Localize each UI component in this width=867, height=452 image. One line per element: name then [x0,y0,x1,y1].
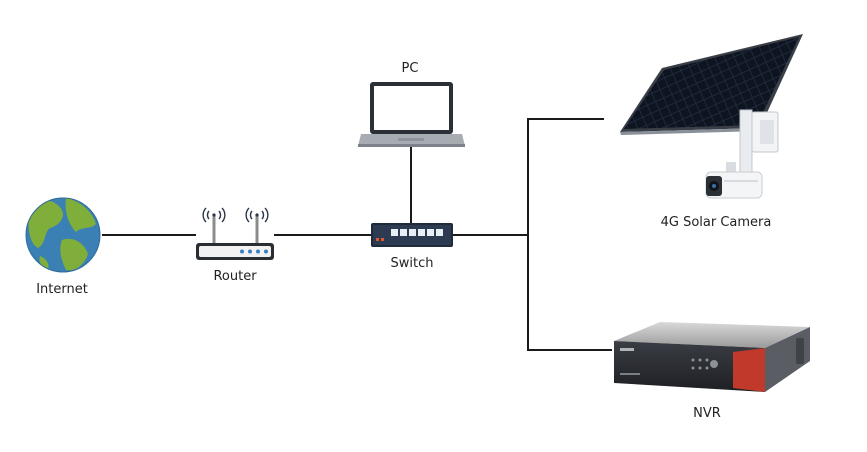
switch-label: Switch [390,256,434,271]
laptop-icon [358,82,465,147]
internet-label: Internet [36,282,88,297]
nvr-label: NVR [693,406,721,421]
nvr-recorder-icon [614,322,810,392]
link-to-nvr [527,235,612,351]
pc-label: PC [401,61,419,76]
network-switch-icon [371,223,453,247]
link-to-camera [527,118,604,235]
wifi-router-icon [196,207,274,260]
connections [102,118,612,351]
solar-camera-icon [620,34,803,199]
router-label: Router [213,269,257,284]
globe-icon [25,197,101,273]
camera-label: 4G Solar Camera [660,215,772,230]
